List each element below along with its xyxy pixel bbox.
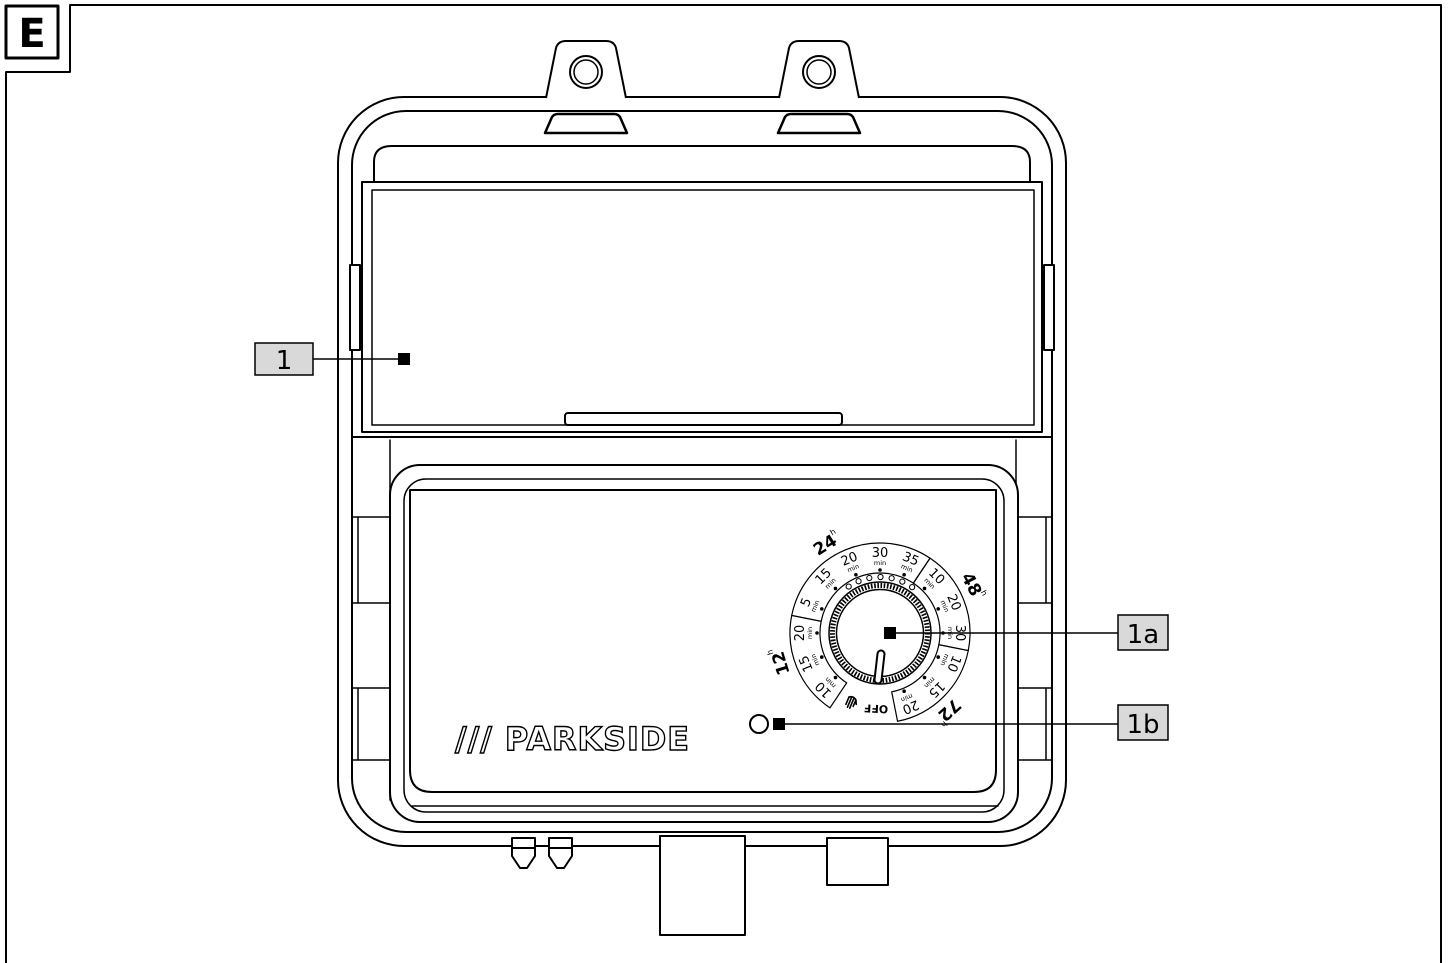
dial-position-dot	[833, 586, 838, 591]
callout-1a: 1a	[884, 614, 1169, 651]
dial-position-dot	[936, 607, 941, 611]
frame-border	[5, 4, 1442, 963]
dial-minutes-unit: min	[874, 559, 886, 567]
callout-1: 1	[254, 342, 410, 376]
figure-letter-box	[4, 4, 60, 60]
knob-ridge-mark	[899, 578, 906, 585]
control-panel-inner	[403, 478, 1005, 813]
lid-frame-outer	[361, 181, 1043, 433]
mounting-hole-left	[569, 55, 603, 89]
dial-minutes-unit: min	[806, 627, 814, 639]
mounting-slot-right	[776, 112, 862, 135]
mounting-hole-right	[802, 55, 836, 89]
dial-position-dot	[815, 631, 819, 635]
mounting-hole-left-inner	[573, 59, 599, 85]
cable-outlet-block	[659, 835, 746, 936]
dial-position-dot	[878, 568, 882, 572]
side-tab-left	[349, 264, 361, 351]
callout-label-1: 1	[276, 346, 293, 376]
dial-hours-unit: h	[828, 527, 837, 537]
mounting-tab-right	[778, 40, 860, 99]
dial-minutes-value: 35	[900, 549, 921, 569]
dial-position-dot	[922, 586, 927, 591]
figure-frame: E	[4, 4, 1442, 963]
callout-box-1a	[1117, 614, 1169, 651]
figure-letter: E	[18, 11, 45, 57]
device: /// PARKSIDE	[337, 40, 1067, 936]
callout-box-1	[254, 342, 314, 376]
mounting-tab-left	[545, 40, 627, 99]
knob-ridge-mark	[909, 584, 916, 591]
parkside-logo: /// PARKSIDE	[455, 720, 690, 758]
control-panel-outer	[389, 464, 1019, 823]
dial-minutes-value: 20	[943, 592, 963, 613]
marker-1	[398, 353, 410, 365]
body-outline-inner	[351, 110, 1053, 833]
mounting-hole-right-inner	[806, 59, 832, 85]
callout-label-1a: 1a	[1127, 620, 1159, 650]
dial-minutes-value: 20	[839, 549, 860, 569]
dial-minutes-value: 20	[793, 625, 808, 642]
dial-position-dot	[833, 675, 838, 680]
side-tab-right	[1043, 264, 1055, 351]
top-cap-edge	[373, 145, 1031, 183]
dial-minutes-value: 30	[872, 546, 889, 561]
knob-pointer	[875, 651, 884, 683]
dial-minutes-value: 15	[796, 653, 816, 674]
hand-icon-shape	[845, 695, 858, 709]
dial-position-dot	[819, 655, 824, 659]
dial-minutes-value: 10	[943, 653, 963, 674]
knob-ridge-mark	[877, 573, 884, 581]
marker-1a	[884, 627, 896, 639]
hose-nozzle-right	[548, 837, 573, 869]
dial-off-label: OFF	[864, 701, 889, 715]
callout-label-1b: 1b	[1126, 710, 1159, 740]
dial-position-dot	[854, 572, 858, 577]
indicator-light	[749, 714, 769, 734]
hand-icon	[845, 695, 858, 709]
dial-position-dot	[902, 572, 906, 577]
lid-grip	[564, 412, 843, 426]
callout-box-1b	[1117, 704, 1169, 741]
dial-position-dot	[819, 607, 824, 611]
dial-position-dot	[922, 675, 927, 680]
control-panel-face	[409, 489, 997, 793]
dial-position-dot	[936, 655, 941, 659]
callout-1b: 1b	[773, 704, 1169, 741]
dial-position-dot	[902, 689, 906, 694]
dial-hours-unit: h	[979, 589, 989, 598]
connector-block	[826, 837, 889, 886]
dial-off-position: OFF	[864, 701, 889, 715]
dial-segment-72h	[890, 643, 969, 722]
mounting-slot-left	[543, 112, 629, 135]
dial-minutes-value: 20	[900, 696, 921, 716]
knob-ridge-mark	[866, 574, 873, 582]
knob-ridge-mark	[888, 575, 895, 582]
knob-ridge-mark	[855, 578, 862, 585]
dial-segment-12h	[789, 614, 848, 709]
dial-hours-unit: h	[765, 649, 775, 656]
hose-nozzle-left	[511, 837, 536, 869]
marker-1b	[773, 718, 785, 730]
knob-ridge-mark	[845, 583, 852, 590]
